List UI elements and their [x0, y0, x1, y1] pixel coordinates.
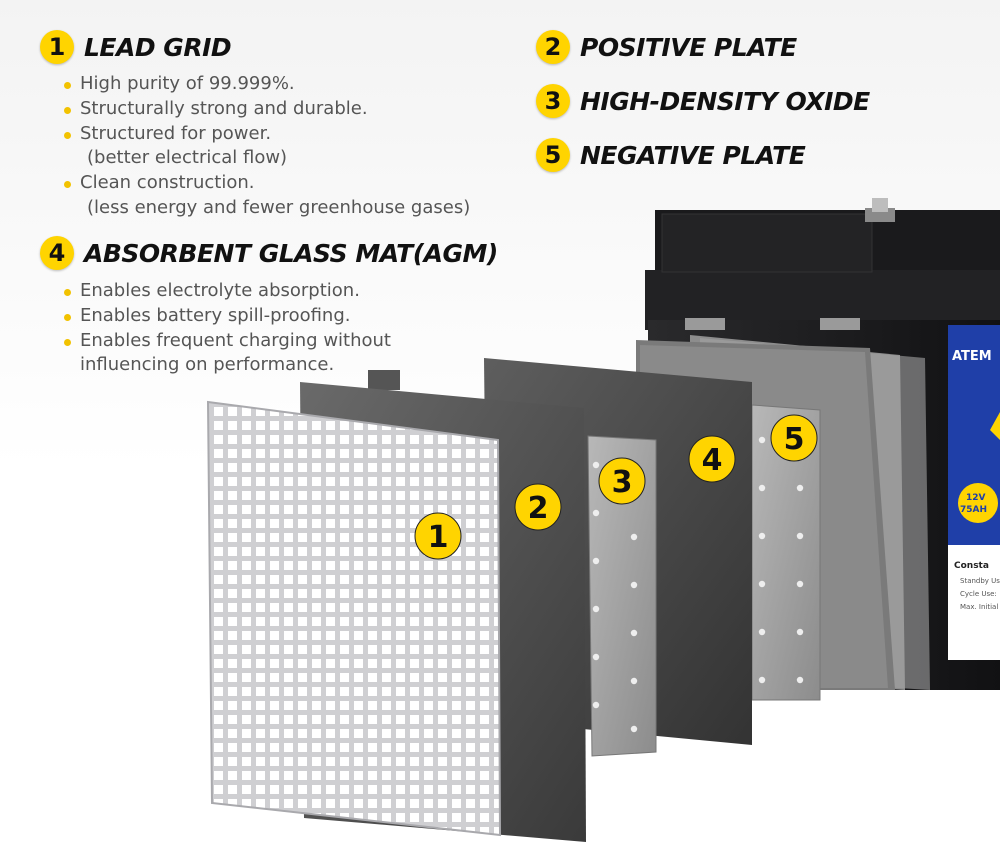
strip-hole	[758, 628, 766, 636]
bullet-continuation: (better electrical flow)	[87, 147, 288, 169]
strip-hole	[796, 676, 804, 684]
oxide-layer	[587, 435, 657, 757]
strip-hole	[592, 461, 600, 469]
strip-hole	[758, 436, 766, 444]
positive-plate-number-badge: 2	[536, 30, 570, 64]
lead-grid-layer	[206, 400, 502, 837]
marker-3: 3	[598, 457, 646, 505]
lead-grid-list: High purity of 99.999%.Structurally stro…	[60, 72, 470, 221]
agm-list: Enables electrolyte absorption.Enables b…	[60, 279, 391, 378]
strip-hole	[796, 580, 804, 588]
strip-hole	[796, 532, 804, 540]
bullet-item: Enables frequent charging without	[60, 329, 391, 354]
lead-grid-title: LEAD GRID	[84, 32, 232, 62]
bullet-item: Structured for power.	[60, 122, 470, 147]
strip-hole	[592, 701, 600, 709]
svg-text:5: 5	[784, 422, 805, 457]
bullet-continuation: influencing on performance.	[80, 354, 335, 376]
agm-number-badge: 4	[40, 236, 74, 270]
bullet-continuation: (less energy and fewer greenhouse gases)	[87, 196, 471, 218]
lead-grid-number-badge: 1	[40, 30, 74, 64]
strip-hole	[592, 509, 600, 517]
lead-grid-heading: 1 LEAD GRID	[40, 30, 232, 64]
marker-1: 1	[414, 512, 462, 560]
svg-text:4: 4	[702, 443, 723, 478]
oxide-title: HIGH-DENSITY OXIDE	[580, 86, 870, 116]
svg-text:3: 3	[612, 465, 633, 500]
battery-capacity: 75AH	[960, 505, 987, 515]
positive-plate-title: POSITIVE PLATE	[580, 32, 797, 62]
bullet-item: High purity of 99.999%.	[60, 72, 470, 97]
battery-voltage: 12V	[966, 493, 986, 503]
strip-hole	[758, 676, 766, 684]
strip-hole	[758, 580, 766, 588]
strip-hole	[592, 653, 600, 661]
strip-hole	[630, 533, 638, 541]
oxide-heading: 3 HIGH-DENSITY OXIDE	[536, 84, 870, 118]
negative-plate-heading: 5 NEGATIVE PLATE	[536, 138, 806, 172]
battery-brand: ATEM	[952, 349, 992, 364]
battery-spec-title: Consta	[954, 561, 989, 571]
bullet-item: Enables electrolyte absorption.	[60, 279, 391, 304]
battery-spec-line: Max. Initial C	[960, 603, 1000, 611]
strip-hole	[630, 725, 638, 733]
negative-plate-title: NEGATIVE PLATE	[580, 140, 806, 170]
svg-text:1: 1	[428, 520, 449, 555]
strip-hole	[758, 532, 766, 540]
strip-hole	[796, 484, 804, 492]
strip-hole	[630, 677, 638, 685]
strip-hole	[796, 628, 804, 636]
bullet-item: Structurally strong and durable.	[60, 97, 470, 122]
strip-hole	[630, 581, 638, 589]
battery-spec-line: Standby Use	[960, 577, 1000, 585]
marker-2: 2	[514, 483, 562, 531]
bullet-item: Enables battery spill-proofing.	[60, 304, 391, 329]
oxide-number-badge: 3	[536, 84, 570, 118]
strip-hole	[592, 557, 600, 565]
strip-hole	[630, 629, 638, 637]
battery-spec-line: Cycle Use:	[960, 590, 997, 598]
svg-text:2: 2	[528, 491, 549, 526]
bullet-item: Clean construction.	[60, 171, 470, 196]
agm-title: ABSORBENT GLASS MAT(AGM)	[84, 238, 498, 268]
strip-hole	[758, 484, 766, 492]
battery-label: ATEM 12V 75AH Consta Standby Use Cycle U…	[948, 325, 1000, 660]
positive-plate-heading: 2 POSITIVE PLATE	[536, 30, 797, 64]
agm-heading: 4 ABSORBENT GLASS MAT(AGM)	[40, 236, 498, 270]
strip-hole	[592, 605, 600, 613]
negative-plate-number-badge: 5	[536, 138, 570, 172]
marker-5: 5	[770, 414, 818, 462]
marker-4: 4	[688, 435, 736, 483]
